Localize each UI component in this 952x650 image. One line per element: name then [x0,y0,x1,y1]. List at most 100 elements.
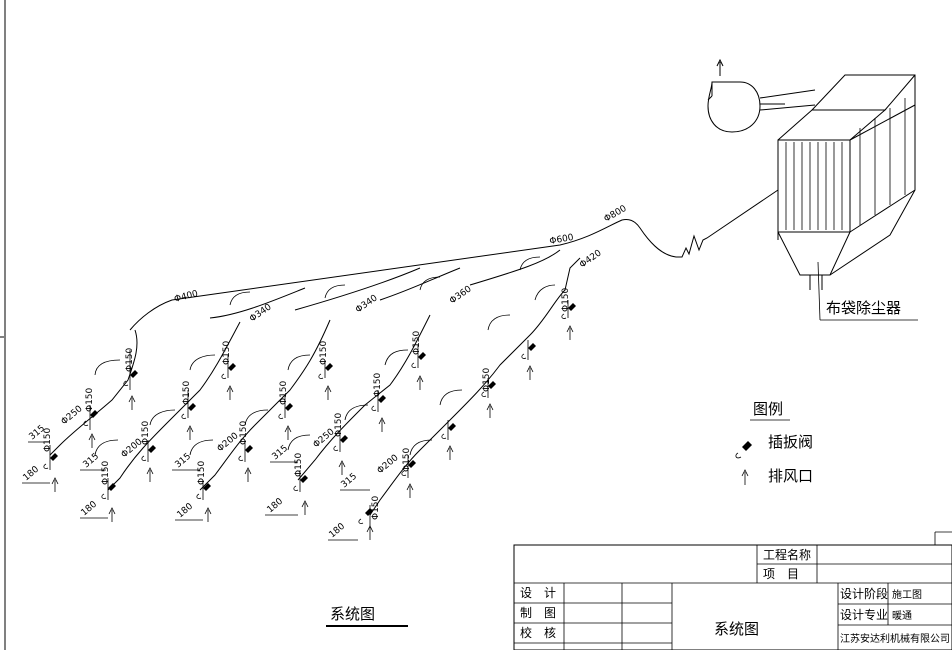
valve-icon[interactable] [293,475,308,491]
arrow-up-icon [108,507,116,522]
pipe-label: Φ150 [412,330,422,355]
branch-run-b [107,321,241,491]
legend-item-valve-label: 插扳阀 [768,433,813,451]
arrow-up-icon [301,500,309,515]
drawing-title: 系统图 [330,605,375,623]
dimension-label: 315 [82,452,102,471]
valve-icon[interactable] [561,303,576,319]
valve-icon[interactable] [333,435,348,451]
tb-design-stage-value: 施工图 [892,588,922,601]
tb-design-label: 设 计 [520,586,556,600]
branch-duct-1 [209,287,306,319]
valve-icon[interactable] [196,483,211,499]
dimension-label: 315 [340,472,360,491]
branch-duct-4 [469,249,561,286]
valve-icon[interactable] [318,363,333,379]
branch-run-e [369,257,581,516]
pipe-label: Φ800 [603,204,629,225]
pipe-label: Φ340 [354,293,380,315]
arrow-up-icon [338,460,346,475]
pipe-label: Φ150 [141,420,151,445]
dimension-label: 315 [271,444,291,463]
valve-icon [735,441,752,459]
branch-hooks [94,256,556,456]
arrow-up-icon [128,395,136,410]
dimension-leaders [22,441,370,541]
valve-icon[interactable] [238,445,253,461]
arrow-up-icon [186,425,194,440]
pipe-label: Φ150 [294,452,304,477]
arrow-up-icon [51,477,59,492]
valve-icon[interactable] [441,423,456,439]
duct-network [22,189,779,541]
tb-item-label: 项 目 [763,567,799,581]
arrow-up-icon [88,433,96,448]
pipe-label: Φ400 [173,289,199,305]
legend-title: 图例 [753,400,783,418]
pipe-label: Φ250 [60,404,85,427]
dimension-label: 180 [266,496,286,515]
pipe-label: Φ150 [402,447,412,472]
valve-icon[interactable] [278,403,293,419]
arrow-up-icon [324,385,332,400]
valve-icon[interactable] [221,363,236,379]
pipe-label: Φ200 [216,431,241,454]
arrow-up-icon [226,385,234,400]
main-duct [129,189,779,331]
legend: 图例 插扳阀 排风口 [735,400,813,485]
valve-markers [43,303,576,524]
dimension-label: 180 [328,521,348,540]
pipe-label: Φ150 [43,427,53,452]
valve-icon[interactable] [141,445,156,461]
pipe-label: Φ150 [182,380,192,405]
pipe-label: Φ150 [373,372,383,397]
valve-icon[interactable] [358,508,373,524]
tb-company: 江苏安达利机械有限公司 [840,632,950,645]
branch-run-a [49,329,138,456]
vertical-drops [49,300,569,528]
arrow-up-icon [204,507,212,522]
branch-run-c [199,319,331,491]
pipe-label: Φ150 [125,347,135,372]
branch-duct-3 [379,267,461,301]
centrifugal-fan [707,58,816,133]
arrow-up-icon [486,403,494,418]
arrow-up-icon [566,325,574,340]
valve-icon[interactable] [43,453,58,469]
valve-icon[interactable] [371,395,386,411]
tb-discipline-label: 设计专业 [840,607,888,622]
arrow-up-icon [378,417,386,432]
arrow-up-icon [416,375,424,390]
valve-icon[interactable] [181,403,196,419]
valve-icon[interactable] [123,370,138,386]
arrow-up-icon [146,467,154,482]
branch-duct-2 [294,267,421,311]
dimension-label: 180 [80,499,100,518]
tb-design-stage-label: 设计阶段 [840,586,888,601]
valve-icon[interactable] [83,410,98,426]
arrow-up-icon [446,445,454,460]
pipe-label: Φ150 [85,387,95,412]
dimension-label: 180 [176,501,196,520]
pipe-label: Φ600 [549,233,575,247]
title-block: 工程名称 项 目 设 计 制 图 校 核 系统图 设计阶段 施工图 设计专业 暖… [513,531,952,650]
tb-project-name-label: 工程名称 [763,547,811,562]
tb-discipline-value: 暖通 [892,609,912,622]
bag-filter-dust-collector [777,74,916,290]
valve-icon[interactable] [521,343,536,359]
pipe-label: Φ420 [578,248,604,270]
pipe-label: Φ150 [101,460,111,485]
legend-item-outlet-label: 排风口 [768,467,813,485]
arrow-up-icon [244,467,252,482]
dimension-label: 180 [22,464,42,483]
pipe-label: Φ150 [239,420,249,445]
tb-check-label: 校 核 [520,625,556,640]
valve-icon[interactable] [481,381,496,397]
arrow-up-icon [284,425,292,440]
tb-drawing-name: 系统图 [714,620,759,638]
valve-icon[interactable] [101,483,116,499]
arrow-up-icon [406,483,414,498]
valve-icon[interactable] [411,352,426,368]
valve-icon[interactable] [401,460,416,476]
